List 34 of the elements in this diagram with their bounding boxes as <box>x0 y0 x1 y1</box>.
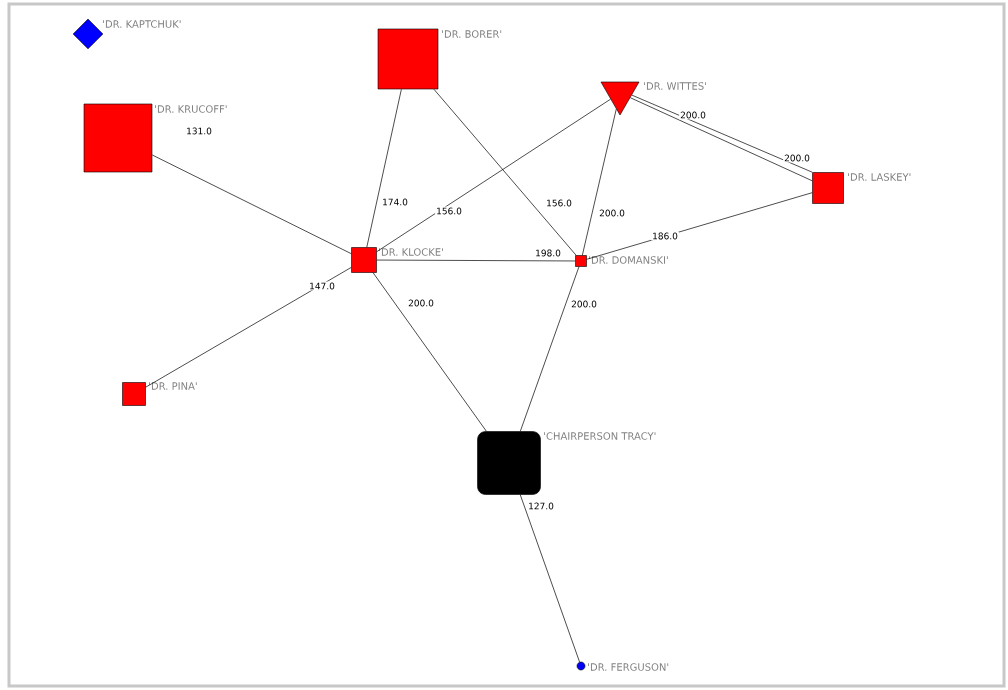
node-label: 'DR. PINA' <box>147 381 199 391</box>
node-label: 'DR. LASKEY' <box>846 172 913 182</box>
node-label: 'CHAIRPERSON TRACY' <box>542 431 658 441</box>
connector-line <box>366 88 402 248</box>
connector-line <box>376 259 576 262</box>
node-label: 'DR. KLOCKE' <box>377 247 445 257</box>
edge-label: 156.0 <box>545 198 573 208</box>
connector-line <box>376 98 611 252</box>
connector-line <box>582 108 617 256</box>
connector-line <box>151 154 352 254</box>
connector-line <box>433 88 577 256</box>
edge-label: 200.0 <box>407 298 435 308</box>
node-label: 'DR. BORER' <box>440 29 504 39</box>
edge-label: 200.0 <box>783 153 811 163</box>
edge-label: 147.0 <box>308 281 336 291</box>
edge-label: 198.0 <box>534 248 562 258</box>
node-label: 'DR. DOMANSKI' <box>587 255 670 265</box>
connector-line <box>372 272 487 432</box>
edge-label: 200.0 <box>598 208 626 218</box>
edge-label: 156.0 <box>435 206 463 216</box>
edge-label: 131.0 <box>185 126 213 136</box>
node-label: 'DR. KRUCOFF' <box>153 104 229 114</box>
edge-label: 174.0 <box>381 197 409 207</box>
connector-line <box>586 192 813 260</box>
edge-label: 186.0 <box>651 231 679 241</box>
edge-label: 127.0 <box>527 501 555 511</box>
connector-line <box>145 267 352 388</box>
connector-line <box>519 494 580 663</box>
node-label: 'DR. KAPTCHUK' <box>101 19 183 29</box>
connector-line <box>520 266 580 432</box>
edge-label: 200.0 <box>570 299 598 309</box>
edge-label: 200.0 <box>679 110 707 120</box>
node-label: 'DR. FERGUSON' <box>586 662 671 672</box>
node-label: 'DR. WITTES' <box>642 81 708 91</box>
